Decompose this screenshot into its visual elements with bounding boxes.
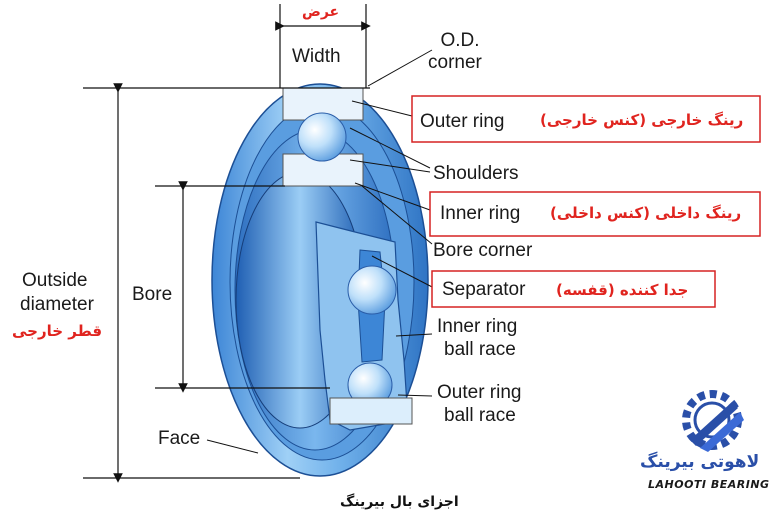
width-label-fa: عرض <box>302 4 340 20</box>
highlight-boxes <box>411 95 761 308</box>
outside-diameter-label-fa: قطر خارجی <box>12 322 103 340</box>
bore-corner-label: Bore corner <box>433 240 533 261</box>
cross-section-top <box>282 87 364 187</box>
leader-lines <box>206 49 439 454</box>
inner-ring-label: Inner ring <box>440 203 521 224</box>
separator-shape <box>315 221 413 431</box>
separator-label: Separator <box>442 279 526 300</box>
separator-label-fa: (قفسه) جدا کننده <box>556 281 689 299</box>
dimension-lines <box>83 4 371 483</box>
outside-diameter-label-2: diameter <box>20 294 94 315</box>
od-corner-label-1: O.D. <box>440 30 480 51</box>
inner-ring-ball-race-label-2: ball race <box>444 339 516 360</box>
inner-ring-ball-race-label-1: Inner ring <box>437 316 518 337</box>
od-corner-label-2: corner <box>428 52 482 73</box>
shoulders-label: Shoulders <box>433 163 519 184</box>
logo-name-fa: لاهوتی بیرینگ <box>640 452 760 472</box>
outer-ring-label: Outer ring <box>420 111 505 132</box>
outer-ring-label-fa: (کنس خارجی) رینگ خارجی <box>540 111 744 129</box>
diagram-caption: اجزای بال بیرینگ <box>340 494 459 510</box>
logo-name-en: LAHOOTI BEARING <box>648 478 770 491</box>
outer-ring-ball-race-label-1: Outer ring <box>437 382 522 403</box>
logo-gear-icon <box>682 390 744 452</box>
inner-ring-label-fa: (کنس داخلی) رینگ داخلی <box>550 204 742 222</box>
outside-diameter-label-1: Outside <box>22 270 88 291</box>
bore-label: Bore <box>132 284 173 305</box>
outer-ring-ball-race-label-2: ball race <box>444 405 516 426</box>
face-label: Face <box>158 428 201 449</box>
width-label: Width <box>292 46 341 67</box>
